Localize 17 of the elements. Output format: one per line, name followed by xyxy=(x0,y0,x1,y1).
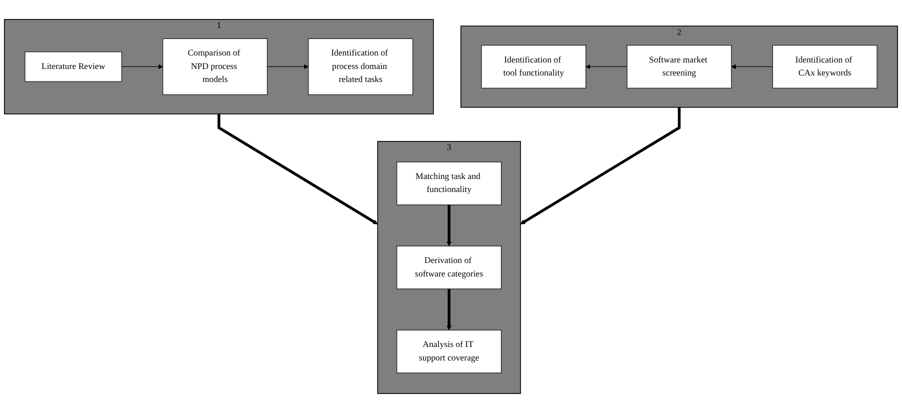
node-box: Identification of tool functionality xyxy=(481,45,586,88)
node-box: Comparison of NPD process models xyxy=(162,38,268,95)
arrow xyxy=(266,64,309,70)
arrow xyxy=(446,204,452,246)
node-box: Derivation of software categories xyxy=(396,246,502,290)
node-box: Software market screening xyxy=(626,45,732,88)
node-box: Identification of CAx keywords xyxy=(772,45,878,88)
arrow xyxy=(121,64,164,70)
arrow xyxy=(446,288,452,330)
node-box: Literature Review xyxy=(24,52,122,82)
arrow xyxy=(520,107,681,224)
arrow xyxy=(586,64,628,70)
node-box: Analysis of IT support coverage xyxy=(396,330,502,374)
node-box: Matching task and functionality xyxy=(396,162,502,206)
node-box: Identification of process domain related tasks xyxy=(308,38,414,95)
arrow xyxy=(731,64,773,70)
arrow xyxy=(218,114,378,224)
